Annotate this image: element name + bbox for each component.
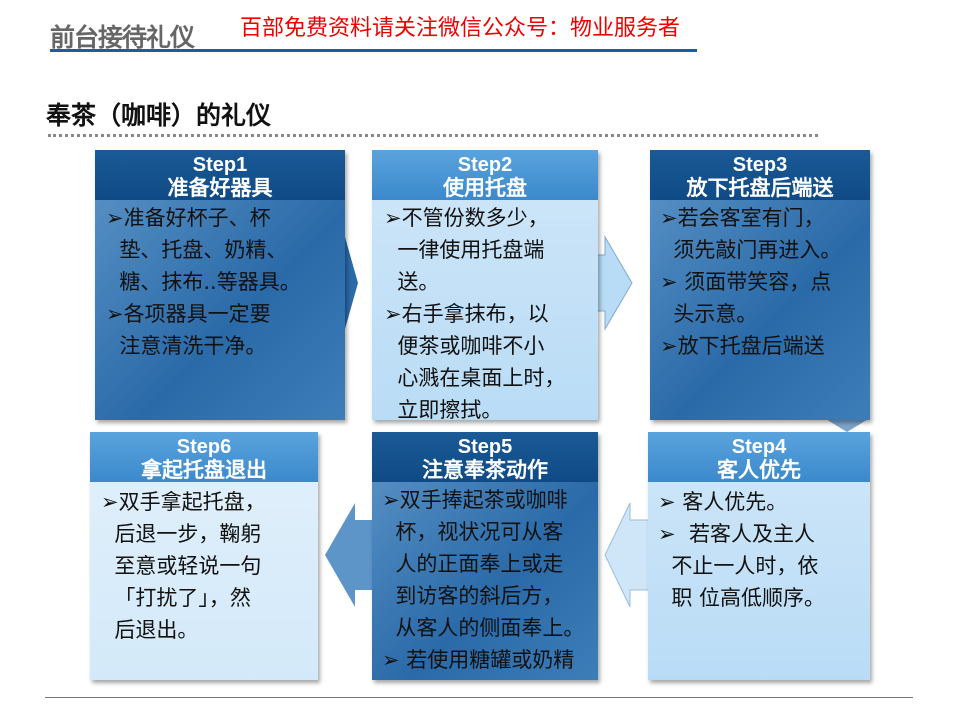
line: ➢双手拿起托盘， xyxy=(101,490,266,514)
line: 后退一步，鞠躬 xyxy=(101,522,262,546)
line: ➢ 若使用糖罐或奶精 xyxy=(382,648,575,672)
line: 从客人的侧面奉上。 xyxy=(382,616,585,640)
line: 「打扰了」，然 xyxy=(101,586,251,610)
line: ➢ 客人优先。 xyxy=(658,490,788,514)
line: 到访客的斜后方， xyxy=(382,584,564,608)
line: 糖、抹布..等器具。 xyxy=(106,270,301,294)
step6-text: ➢双手拿起托盘， 后退一步，鞠躬 至意或轻说一句 「打扰了」，然 后退出。 xyxy=(101,486,266,646)
line: 便茶或咖啡不小 xyxy=(384,334,545,358)
line: 杯，视状况可从客 xyxy=(382,520,564,544)
line: 送。 xyxy=(384,270,440,294)
line: ➢ 若客人及主人 xyxy=(658,522,815,546)
page-title: 前台接待礼仪 xyxy=(50,23,195,52)
step1-text: ➢准备好杯子、杯 垫、托盘、奶精、 糖、抹布..等器具。 ➢各项器具一定要 注意清… xyxy=(106,202,301,362)
line: 立即擦拭。 xyxy=(384,398,503,422)
line: 垫、托盘、奶精、 xyxy=(106,238,288,262)
line: ➢右手拿抹布，以 xyxy=(384,302,549,326)
step3-text: ➢若会客室有门， 须先敲门再进入。 ➢ 须面带笑容，点 头示意。 ➢放下托盘后端送 xyxy=(660,202,841,362)
step-title: 放下托盘后端送 xyxy=(686,175,834,200)
footer-line xyxy=(45,697,913,698)
step-title: 注意奉茶动作 xyxy=(422,457,548,482)
line: 至意或轻说一句 xyxy=(101,554,262,578)
line: ➢放下托盘后端送 xyxy=(660,334,825,358)
line: 须先敲门再进入。 xyxy=(660,238,842,262)
line: 不止一人时，依 xyxy=(658,554,819,578)
line: ➢各项器具一定要 xyxy=(106,302,271,326)
step-title: 使用托盘 xyxy=(443,175,527,200)
step-title: 客人优先 xyxy=(717,457,801,482)
section-title: 奉茶（咖啡）的礼仪 xyxy=(46,101,272,130)
step-title: 拿起托盘退出 xyxy=(141,457,267,482)
arrow-left-icon xyxy=(604,502,651,608)
step-number: Step4 xyxy=(731,436,787,458)
line: ➢ 须面带笑容，点 xyxy=(660,270,832,294)
line: 一律使用托盘端 xyxy=(384,238,545,262)
line: 后退出。 xyxy=(101,618,199,642)
line: ➢双手捧起茶或咖啡 xyxy=(382,488,568,512)
step-number: Step5 xyxy=(457,436,513,458)
arrow-left-icon xyxy=(325,503,380,607)
step-number: Step3 xyxy=(732,154,788,176)
title-underline xyxy=(50,49,697,52)
step-title: 准备好器具 xyxy=(167,175,273,200)
step-number: Step2 xyxy=(457,154,513,176)
dotted-divider xyxy=(48,134,818,137)
line: 注意清洗干净。 xyxy=(106,334,267,358)
line: 心溅在桌面上时， xyxy=(384,366,566,390)
step4-text: ➢ 客人优先。 ➢ 若客人及主人 不止一人时，依 职 位高低顺序。 xyxy=(658,486,825,614)
line: 人的正面奉上或走 xyxy=(382,552,564,576)
step5-text: ➢双手捧起茶或咖啡 杯，视状况可从客 人的正面奉上或走 到访客的斜后方， 从客人… xyxy=(382,484,584,676)
step2-text: ➢不管份数多少， 一律使用托盘端 送。 ➢右手拿抹布，以 便茶或咖啡不小 心溅在桌… xyxy=(384,202,565,426)
notice-text: 百部免费资料请关注微信公众号：物业服务者 xyxy=(240,16,681,41)
line: ➢若会客室有门， xyxy=(660,206,825,230)
line: 职 位高低顺序。 xyxy=(658,586,826,610)
step-number: Step6 xyxy=(176,436,232,458)
line: ➢准备好杯子、杯 xyxy=(106,206,271,230)
line: 头示意。 xyxy=(660,302,758,326)
step-number: Step1 xyxy=(192,154,248,176)
line: ➢不管份数多少， xyxy=(384,206,549,230)
